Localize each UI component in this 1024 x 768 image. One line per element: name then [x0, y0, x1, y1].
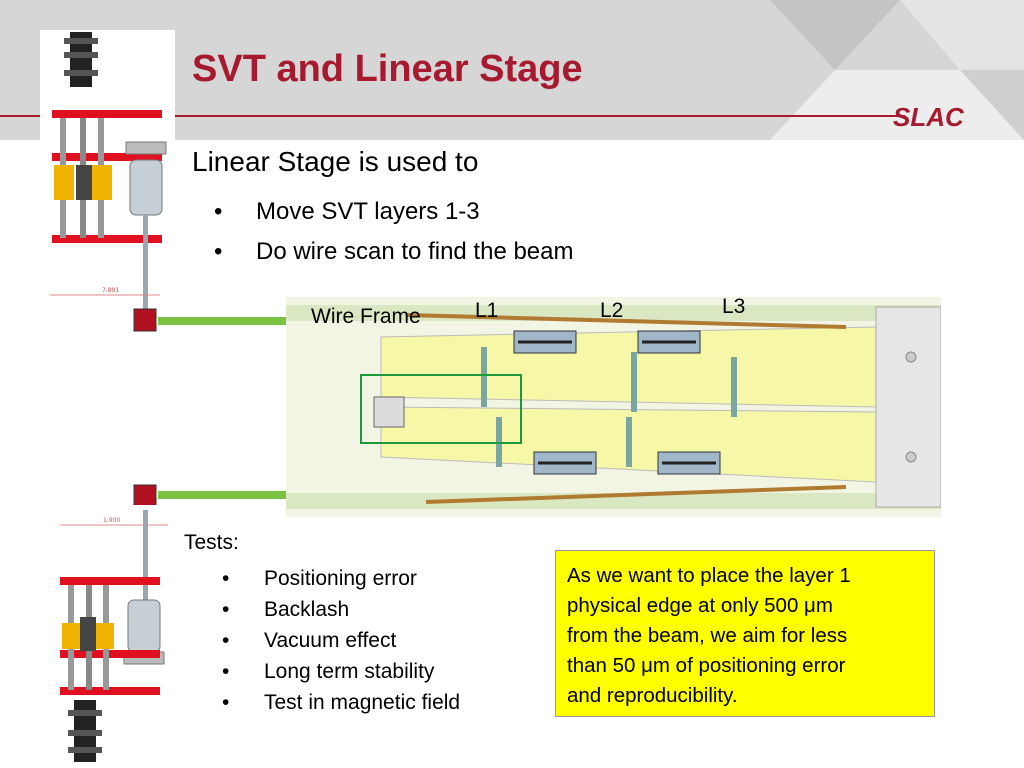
- layer-label-l2: L2: [600, 299, 624, 322]
- svg-text:1.900: 1.900: [103, 517, 120, 524]
- bullet-marker: •: [222, 598, 230, 621]
- note-line: than 50 μm of positioning error: [567, 654, 846, 677]
- bullet-marker: •: [222, 629, 230, 652]
- bullet-marker: •: [214, 238, 223, 265]
- list-item-text: Test in magnetic field: [264, 691, 461, 714]
- note-line: As we want to place the layer 1: [567, 564, 851, 587]
- list-item-text: Do wire scan to find the beam: [256, 238, 574, 265]
- header-decoration: [770, 0, 1024, 140]
- note-box: As we want to place the layer 1 physical…: [555, 550, 935, 717]
- note-line: from the beam, we aim for less: [567, 624, 848, 647]
- list-item-text: Positioning error: [264, 567, 417, 590]
- svt-layout-diagram: [286, 297, 941, 517]
- note-line: physical edge at only 500 μm: [567, 594, 833, 617]
- bullet-marker: •: [222, 660, 230, 683]
- list-item-text: Move SVT layers 1-3: [256, 198, 480, 225]
- bullet-marker: •: [214, 198, 223, 225]
- slide-title: SVT and Linear Stage: [192, 48, 583, 90]
- list-item-text: Long term stability: [264, 660, 435, 683]
- bullet-marker: •: [222, 567, 230, 590]
- bullet-marker: •: [222, 691, 230, 714]
- linear-stage-top-drawing: 7.891: [40, 30, 175, 330]
- note-line: and reproducibility.: [567, 684, 738, 707]
- intro-text: Linear Stage is used to: [192, 146, 479, 177]
- slac-logo: SLAC: [893, 102, 964, 132]
- list-item-text: Backlash: [264, 598, 350, 621]
- connector-rods: [133, 308, 298, 508]
- list-item-text: Vacuum effect: [264, 629, 397, 652]
- svg-text:7.891: 7.891: [102, 287, 119, 294]
- linear-stage-bottom-drawing: 1.900: [48, 505, 178, 765]
- wire-frame-label: Wire Frame: [311, 305, 421, 328]
- layer-label-l1: L1: [475, 299, 499, 322]
- header-rule: [0, 115, 905, 117]
- layer-label-l3: L3: [722, 295, 746, 318]
- tests-label: Tests:: [184, 531, 239, 554]
